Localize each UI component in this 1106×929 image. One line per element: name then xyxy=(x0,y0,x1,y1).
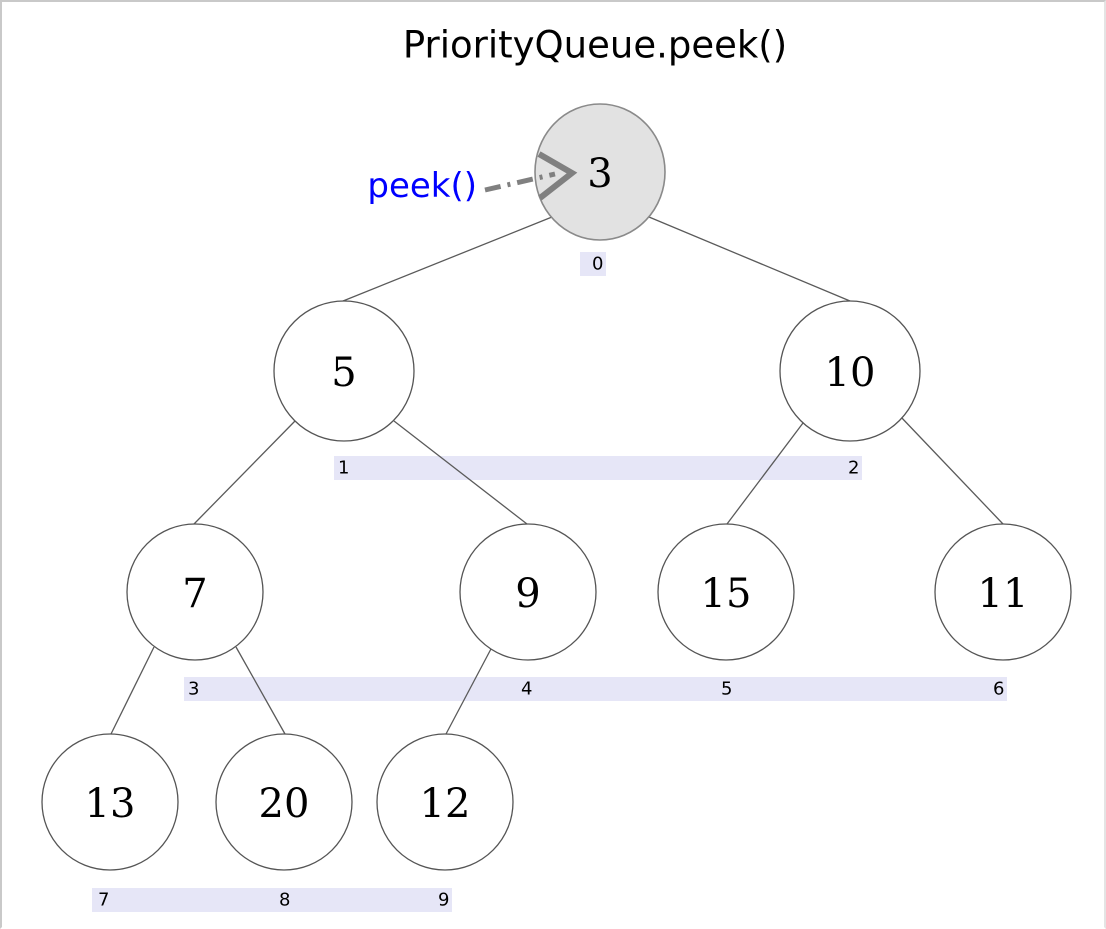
index-label-1: 1 xyxy=(338,458,349,479)
index-label-0: 0 xyxy=(592,254,603,275)
edge-3-10 xyxy=(648,216,851,302)
node-value-7: 13 xyxy=(85,781,136,827)
index-label-2: 2 xyxy=(848,458,859,479)
index-labels: 0 1 2 3 4 5 6 7 8 9 xyxy=(98,254,1004,911)
node-circle-7[interactable] xyxy=(41,733,179,871)
tree-node-4[interactable]: 9 xyxy=(459,523,597,661)
node-value-9: 12 xyxy=(420,781,471,827)
tree-node-6[interactable]: 11 xyxy=(934,523,1072,661)
node-circle-1[interactable] xyxy=(273,300,415,442)
index-band-level-0 xyxy=(580,252,606,276)
index-band-group xyxy=(92,252,1007,912)
node-value-4: 9 xyxy=(515,571,540,617)
node-circle-3[interactable] xyxy=(126,523,264,661)
node-circle-0[interactable] xyxy=(534,103,666,241)
tree-node-5[interactable]: 15 xyxy=(657,523,795,661)
index-band-level-2 xyxy=(184,677,1007,701)
node-value-0: 3 xyxy=(587,151,612,197)
index-label-9: 9 xyxy=(438,890,449,911)
node-circle-2[interactable] xyxy=(779,300,921,442)
page-title: PriorityQueue.peek() xyxy=(403,24,787,67)
index-band-level-1 xyxy=(334,456,862,480)
index-label-5: 5 xyxy=(721,679,732,700)
edge-10-11 xyxy=(899,415,1004,525)
edge-3-5 xyxy=(342,216,553,302)
edge-7-13 xyxy=(110,646,155,735)
node-circle-6[interactable] xyxy=(934,523,1072,661)
node-circle-4[interactable] xyxy=(459,523,597,661)
node-circle-9[interactable] xyxy=(376,733,514,871)
edge-10-15 xyxy=(726,422,804,525)
tree-nodes: 3 5 10 7 9 15 xyxy=(41,103,1072,871)
tree-node-2[interactable]: 10 xyxy=(779,300,921,442)
tree-node-7[interactable]: 13 xyxy=(41,733,179,871)
node-circle-5[interactable] xyxy=(657,523,795,661)
node-value-1: 5 xyxy=(331,350,356,396)
node-value-5: 15 xyxy=(701,571,752,617)
tree-node-1[interactable]: 5 xyxy=(273,300,415,442)
node-value-6: 11 xyxy=(978,571,1029,617)
index-label-7: 7 xyxy=(98,890,109,911)
peek-label: peek() xyxy=(367,166,477,206)
node-value-3: 7 xyxy=(182,571,207,617)
edge-7-20 xyxy=(235,646,286,735)
edge-5-7 xyxy=(193,420,296,525)
tree-node-9[interactable]: 12 xyxy=(376,733,514,871)
index-band-level-3 xyxy=(92,888,452,912)
node-value-8: 20 xyxy=(259,781,310,827)
tree-edges xyxy=(110,216,1004,735)
edge-9-12 xyxy=(445,646,493,735)
node-circle-8[interactable] xyxy=(215,733,353,871)
index-label-6: 6 xyxy=(993,679,1004,700)
peek-annotation: peek() xyxy=(367,151,578,206)
edge-5-9 xyxy=(393,420,528,525)
index-label-4: 4 xyxy=(521,679,532,700)
node-value-2: 10 xyxy=(825,350,876,396)
tree-node-0[interactable]: 3 xyxy=(534,103,666,241)
index-label-8: 8 xyxy=(279,890,290,911)
peek-arrow-line xyxy=(484,171,556,193)
tree-node-3[interactable]: 7 xyxy=(126,523,264,661)
peek-arrowhead-icon xyxy=(537,151,578,201)
index-label-3: 3 xyxy=(188,679,199,700)
tree-node-8[interactable]: 20 xyxy=(215,733,353,871)
